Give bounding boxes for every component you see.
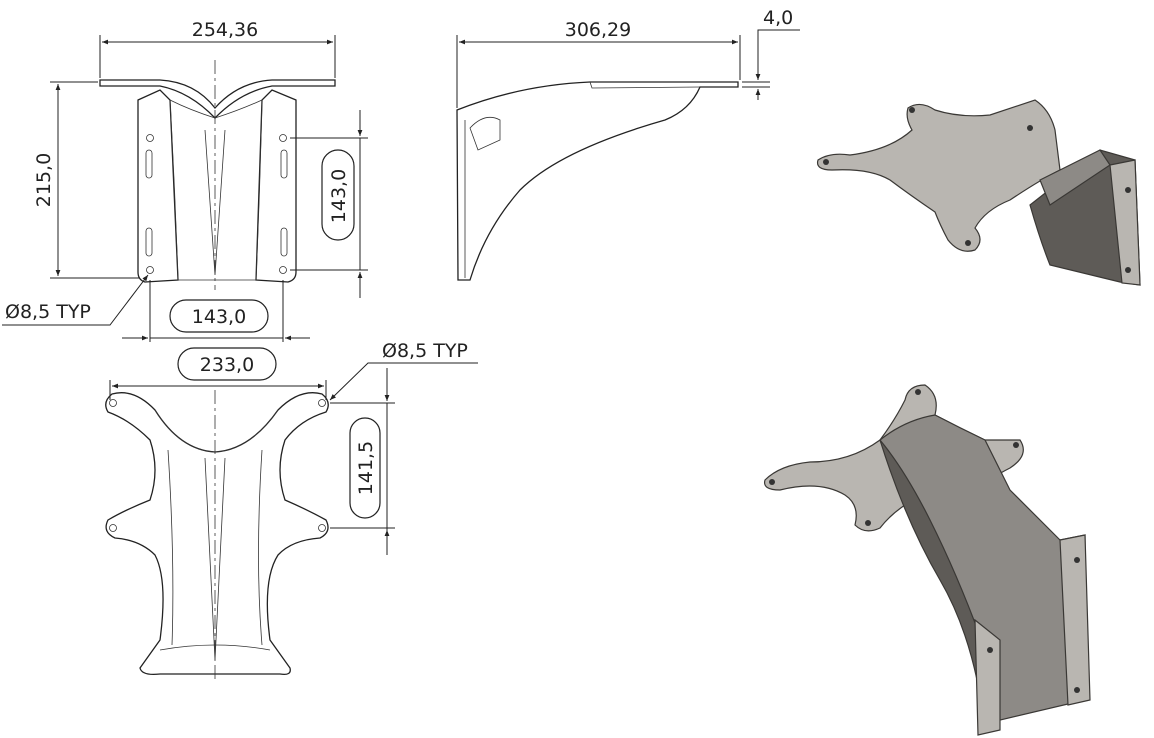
dimension-height: 215,0	[33, 153, 55, 207]
dimension-hole-spacing-vertical-top: 141,5	[355, 441, 377, 495]
dimension-hole-spacing-vertical: 143,0	[328, 169, 350, 223]
front-view: 254,36 215,0 143,0 Ø8,5 TYP 143,0	[2, 19, 368, 342]
isometric-view-bottom	[763, 384, 1091, 736]
isometric-view-top	[816, 99, 1141, 286]
mount-hole	[146, 134, 154, 142]
hole-callout-top: Ø8,5 TYP	[382, 340, 468, 362]
dimension-hole-spacing-horizontal: 143,0	[192, 306, 246, 328]
dimension-thickness: 4,0	[763, 7, 793, 29]
mount-hole	[279, 266, 287, 274]
mount-hole	[146, 266, 154, 274]
dimension-hole-spacing-horizontal-top: 233,0	[200, 354, 254, 376]
top-view: 233,0 Ø8,5 TYP 141,5	[105, 340, 478, 680]
mount-hole	[279, 134, 287, 142]
dimension-width: 254,36	[192, 19, 258, 41]
hole-callout: Ø8,5 TYP	[5, 301, 91, 323]
side-view: 306,29 4,0	[456, 7, 800, 281]
dimension-length: 306,29	[565, 19, 631, 41]
